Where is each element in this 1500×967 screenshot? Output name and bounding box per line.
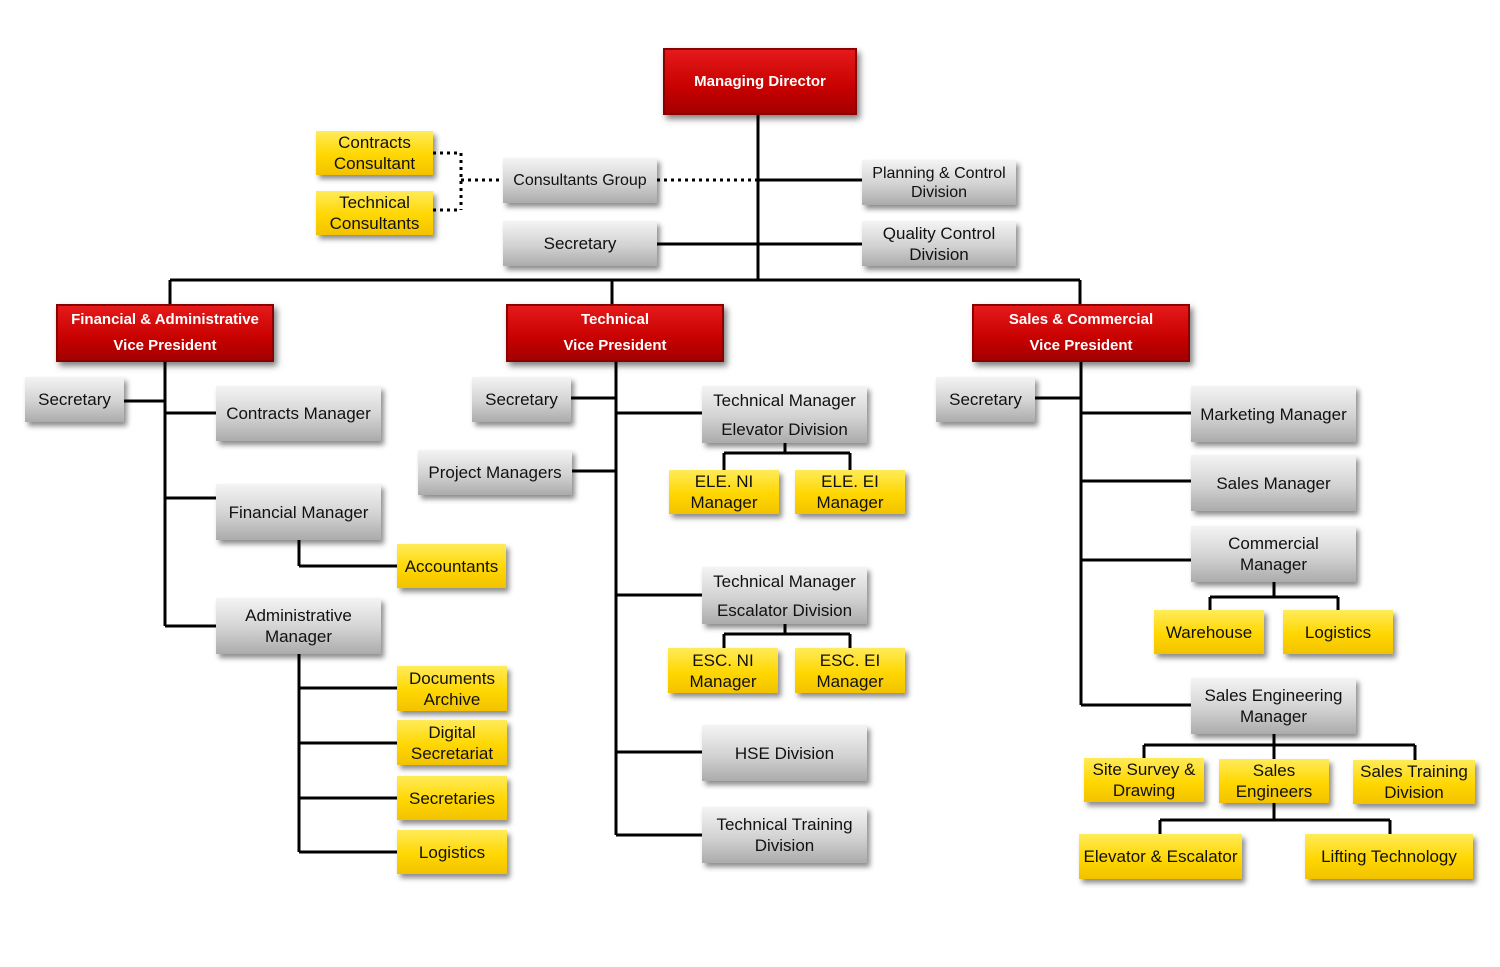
planning-control-division-box: Planning & Control Division bbox=[862, 160, 1016, 205]
technical-manager-elevator-box: Technical Manager Elevator Division bbox=[702, 386, 867, 443]
consultants-group-box: Consultants Group bbox=[503, 158, 657, 203]
quality-control-division-box: Quality Control Division bbox=[862, 221, 1016, 266]
project-managers-box: Project Managers bbox=[418, 450, 572, 495]
sales-commercial-vp-box: Sales & Commercial Vice President bbox=[972, 304, 1190, 362]
financial-administrative-vp-box: Financial & Administrative Vice Presiden… bbox=[56, 304, 274, 362]
elevator-escalator-box: Elevator & Escalator bbox=[1079, 834, 1242, 879]
hse-division-box: HSE Division bbox=[702, 725, 867, 781]
contracts-consultant-box: Contracts Consultant bbox=[316, 131, 433, 175]
contracts-manager-box: Contracts Manager bbox=[216, 386, 381, 441]
site-survey-drawing-box: Site Survey & Drawing bbox=[1084, 758, 1204, 802]
fin-logistics-box: Logistics bbox=[397, 830, 507, 874]
financial-manager-box: Financial Manager bbox=[216, 484, 381, 540]
documents-archive-box: Documents Archive bbox=[397, 666, 507, 711]
marketing-manager-box: Marketing Manager bbox=[1191, 386, 1356, 442]
fin-secretary-box: Secretary bbox=[25, 377, 124, 422]
sales-engineers-box: Sales Engineers bbox=[1219, 759, 1329, 803]
digital-secretariat-box: Digital Secretariat bbox=[397, 720, 507, 765]
esc-ei-manager-box: ESC. EI Manager bbox=[795, 648, 905, 693]
sales-engineering-manager-box: Sales Engineering Manager bbox=[1191, 678, 1356, 734]
ele-ni-manager-box: ELE. NI Manager bbox=[669, 470, 779, 514]
sales-secretary-box: Secretary bbox=[936, 377, 1035, 422]
sales-manager-box: Sales Manager bbox=[1191, 455, 1356, 511]
managing-director-box: Managing Director bbox=[663, 48, 857, 115]
secretaries-box: Secretaries bbox=[397, 776, 507, 820]
esc-ni-manager-box: ESC. NI Manager bbox=[668, 648, 778, 693]
md-secretary-box: Secretary bbox=[503, 221, 657, 266]
technical-training-division-box: Technical Training Division bbox=[702, 807, 867, 863]
sales-logistics-box: Logistics bbox=[1283, 610, 1393, 654]
accountants-box: Accountants bbox=[397, 544, 506, 588]
tech-secretary-box: Secretary bbox=[472, 377, 571, 422]
technical-consultants-box: Technical Consultants bbox=[316, 191, 433, 235]
commercial-manager-box: Commercial Manager bbox=[1191, 526, 1356, 582]
technical-manager-escalator-box: Technical Manager Escalator Division bbox=[702, 567, 867, 624]
warehouse-box: Warehouse bbox=[1154, 610, 1264, 654]
administrative-manager-box: Administrative Manager bbox=[216, 598, 381, 654]
sales-training-division-box: Sales Training Division bbox=[1353, 760, 1475, 804]
technical-vp-box: Technical Vice President bbox=[506, 304, 724, 362]
ele-ei-manager-box: ELE. EI Manager bbox=[795, 470, 905, 514]
lifting-technology-box: Lifting Technology bbox=[1305, 834, 1473, 879]
